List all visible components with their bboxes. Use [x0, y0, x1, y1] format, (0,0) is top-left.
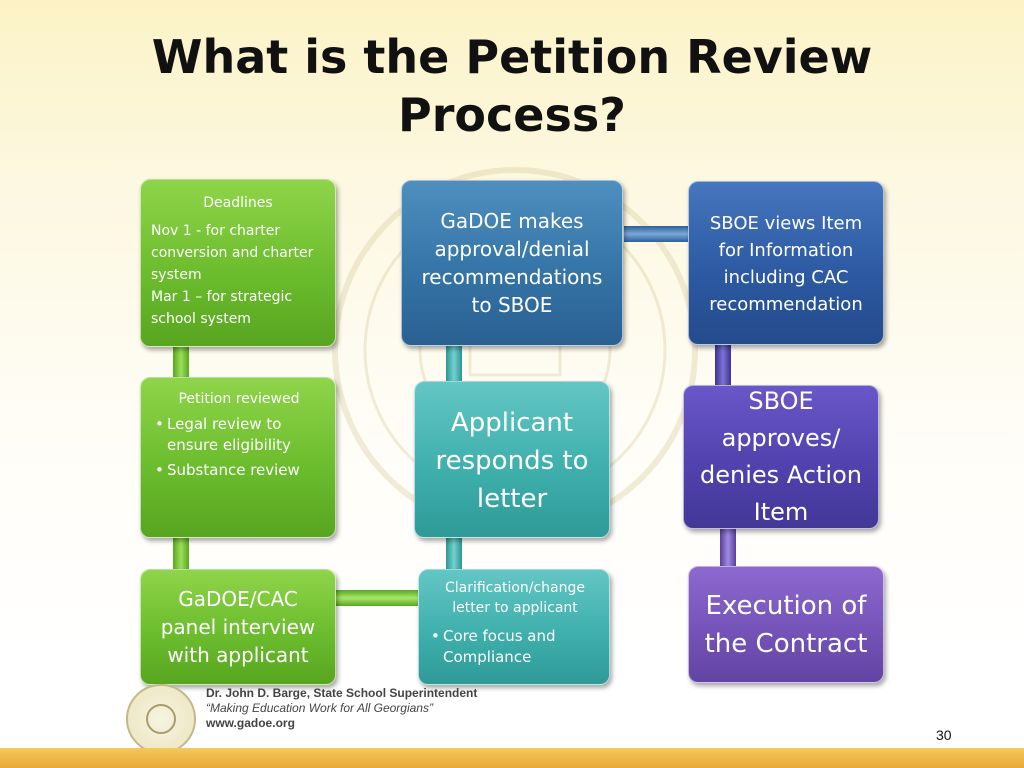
connector-views-approves — [715, 343, 731, 385]
page-number: 30 — [936, 727, 952, 743]
sboe-views-box: SBOE views Item for Information includin… — [688, 181, 884, 345]
bullet-legal-review: Legal review to ensure eligibility — [155, 414, 323, 456]
applicant-responds-box: Applicant responds to letter — [414, 381, 610, 538]
gadoe-logo — [126, 684, 196, 754]
connector-deadlines-petition — [173, 345, 189, 379]
bottom-band — [0, 748, 1024, 768]
connector-clarification-responds — [446, 536, 462, 570]
connector-recommends-views — [624, 226, 688, 242]
footer-name: Dr. John D. Barge, State School Superint… — [206, 686, 478, 700]
bullet-core-focus: Core focus and Compliance — [431, 626, 599, 668]
execution-box: Execution of the Contract — [688, 566, 884, 683]
deadlines-box: Deadlines Nov 1 - for charter conversion… — [140, 179, 336, 347]
bullet-substance-review: Substance review — [155, 460, 323, 481]
sboe-approves-box: SBOE approves/ denies Action Item — [683, 385, 879, 529]
page-title: What is the Petition Review Process? — [151, 30, 873, 142]
connector-approves-execution — [720, 528, 736, 568]
footer-info: Dr. John D. Barge, State School Superint… — [206, 686, 477, 731]
execution-text: Execution of the Contract — [704, 590, 868, 659]
deadlines-heading: Deadlines — [203, 195, 273, 211]
connector-panel-clarification — [334, 590, 420, 606]
clarification-heading: Clarification/change letter to applicant — [444, 580, 586, 616]
clarification-box: Clarification/change letter to applicant… — [418, 569, 610, 685]
footer-motto: “Making Education Work for All Georgians… — [206, 701, 433, 715]
gadoe-recommendation-box: GaDOE makes approval/denial recommendati… — [401, 180, 623, 346]
sboe-views-text: SBOE views Item for Information includin… — [709, 213, 863, 315]
connector-responds-recommends — [446, 345, 462, 383]
footer-url: www.gadoe.org — [206, 716, 295, 730]
gadoe-recommendation-text: GaDOE makes approval/denial recommendati… — [421, 209, 603, 317]
sboe-approves-text: SBOE approves/ denies Action Item — [700, 387, 862, 526]
deadlines-mar-text: Mar 1 – for strategic school system — [151, 289, 293, 327]
panel-interview-text: GaDOE/CAC panel interview with applicant — [160, 587, 316, 667]
connector-petition-panel — [173, 536, 189, 570]
deadlines-nov-text: Nov 1 - for charter conversion and chart… — [151, 223, 314, 283]
petition-reviewed-box: Petition reviewed Legal review to ensure… — [140, 377, 336, 538]
petition-reviewed-heading: Petition reviewed — [178, 391, 300, 407]
panel-interview-box: GaDOE/CAC panel interview with applicant — [140, 569, 336, 685]
applicant-responds-text: Applicant responds to letter — [435, 408, 589, 514]
